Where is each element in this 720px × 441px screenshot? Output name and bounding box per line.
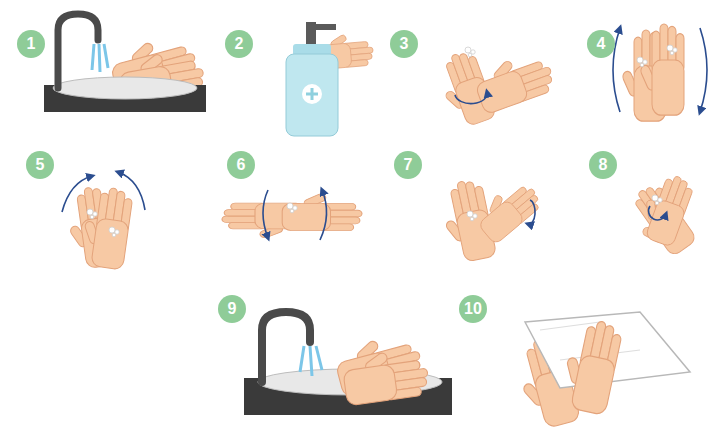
step-number: 6: [237, 157, 246, 173]
step-number-circle: 1: [17, 30, 45, 58]
sink: [244, 312, 452, 415]
hand: [282, 193, 362, 231]
soap-bubbles: [87, 45, 677, 237]
step-number: 2: [235, 36, 244, 52]
step-number-circle: 5: [26, 151, 54, 179]
step-number-circle: 2: [225, 30, 253, 58]
hand: [78, 185, 133, 270]
hand: [639, 24, 684, 115]
step-number-circle: 9: [218, 295, 246, 323]
hand: [634, 169, 695, 247]
hand: [471, 174, 545, 245]
step-number: 5: [36, 157, 45, 173]
step-number-circle: 4: [587, 30, 615, 58]
hands: [557, 316, 624, 415]
hands: [332, 329, 431, 406]
hand: [341, 346, 431, 406]
hand: [471, 47, 558, 115]
soap-bottle: [286, 22, 338, 136]
step-number: 9: [228, 301, 237, 317]
step-number: 8: [599, 157, 608, 173]
step-number: 10: [464, 301, 482, 317]
step-number-circle: 3: [390, 30, 418, 58]
step-number-circle: 8: [589, 151, 617, 179]
step-number: 4: [597, 36, 606, 52]
step-number: 1: [27, 36, 36, 52]
sink: [44, 14, 206, 112]
motion-arrows: [62, 28, 707, 240]
step-number: 3: [400, 36, 409, 52]
hand: [557, 316, 624, 415]
step-number-circle: 7: [394, 151, 422, 179]
step-number: 7: [404, 157, 413, 173]
step-number-circle: 6: [227, 151, 255, 179]
step-number-circle: 10: [459, 295, 487, 323]
